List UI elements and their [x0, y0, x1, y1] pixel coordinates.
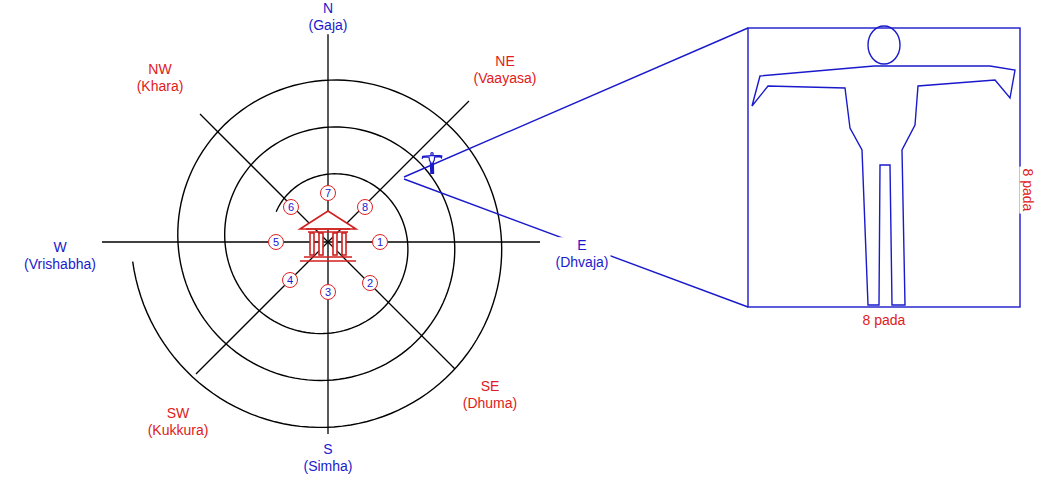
- figure-head: [868, 26, 900, 64]
- zoom-box: [748, 28, 1020, 307]
- human-figure: [752, 26, 1015, 305]
- callout-number: 5: [273, 237, 279, 248]
- small-figure: [422, 153, 442, 174]
- callout-number: 1: [377, 237, 383, 248]
- direction-label: NW (Khara): [135, 61, 186, 95]
- temple-column: [310, 233, 314, 255]
- temple-icon: [300, 211, 356, 261]
- dimension-label: 8 pada: [1020, 167, 1037, 214]
- spiral-path: [133, 80, 502, 427]
- temple-beam: [306, 228, 350, 230]
- figure-body: [752, 66, 1015, 305]
- callout-number: 6: [288, 202, 294, 213]
- callout-circle: 8: [357, 199, 373, 215]
- direction-label: NE (Vaayasa): [472, 53, 539, 87]
- dimension-label: 8 pada: [861, 312, 908, 329]
- temple-column: [342, 233, 346, 255]
- callout-circle: 6: [283, 199, 299, 215]
- direction-label: E (Dhvaja): [554, 237, 611, 271]
- callout-number: 4: [287, 275, 293, 286]
- north-south-line: [327, 32, 328, 434]
- nw-se-line: [200, 114, 455, 369]
- temple-column: [333, 233, 337, 255]
- callout-number: 2: [367, 278, 373, 289]
- callout-circle: 4: [282, 272, 298, 288]
- direction-label: W (Vrishabha): [22, 239, 98, 273]
- spiral: [133, 80, 502, 427]
- direction-label: SW (Kukkura): [146, 405, 211, 439]
- temple-roof: [300, 211, 356, 229]
- callout-circle: 3: [320, 284, 336, 300]
- callout-number: 8: [362, 202, 368, 213]
- temple-step: [304, 256, 352, 258]
- zoom-line: [404, 179, 748, 307]
- callout-circle: 5: [268, 234, 284, 250]
- callout-circle: 1: [372, 234, 388, 250]
- callout-number: 3: [325, 287, 331, 298]
- callout-number: 7: [325, 188, 331, 199]
- temple-column: [319, 233, 323, 255]
- direction-label: SE (Dhuma): [461, 378, 519, 412]
- temple-step: [300, 260, 356, 262]
- callout-circle: 7: [320, 185, 336, 201]
- zoom-callout: [404, 26, 1020, 307]
- direction-label: N (Gaja): [307, 0, 350, 34]
- callout-circle: 2: [362, 275, 378, 291]
- zoom-line: [404, 28, 748, 177]
- compass-lines: [102, 32, 540, 434]
- direction-label: S (Simha): [302, 441, 355, 475]
